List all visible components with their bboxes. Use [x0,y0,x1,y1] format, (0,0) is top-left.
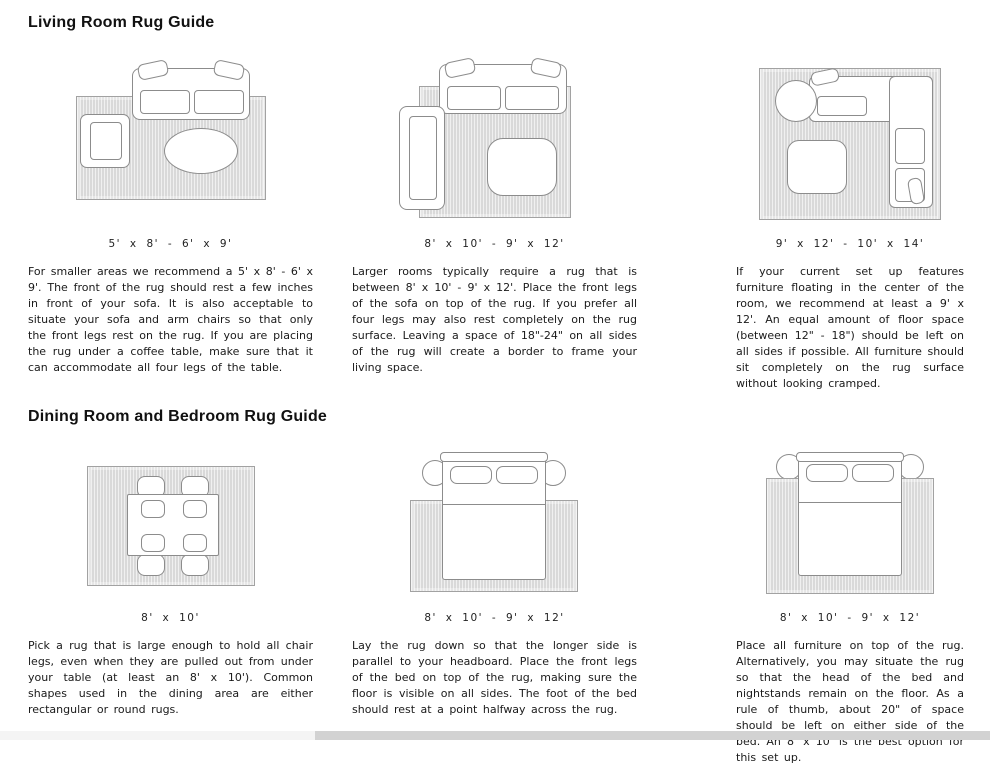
rug-guide-page: { "sections": [ { "title": "Living Room … [0,14,990,764]
horizontal-scrollbar-thumb[interactable] [315,731,990,740]
rug-size-label: 8' x 10' [141,612,200,624]
nightstand [775,454,802,480]
rug-guide-text: Place all furniture on top of the rug. A… [736,639,964,764]
headboard [795,452,904,462]
coffee-table [486,138,557,196]
dining-chair [180,554,209,576]
sofa-cushion [816,96,867,116]
living-rug-diagram-small [66,59,276,230]
pillow [805,464,848,482]
rug-size-label: 8' x 10' - 9' x 12' [779,612,921,624]
headboard [440,452,548,462]
rug-guide-text: Lay the rug down so that the longer side… [352,639,637,716]
place-setting [182,500,207,518]
armchair-seat [89,122,122,160]
sofa-cushion [504,86,559,110]
living-column-3: 9' x 12' - 10' x 14' If your current set… [736,62,964,392]
living-column-2: 8' x 10' - 9' x 12' Larger rooms typical… [352,57,637,376]
dining-column-1: 8' x 10' Pick a rug that is large enough… [28,452,313,718]
place-setting [140,500,165,518]
dining-bedroom-section-title: Dining Room and Bedroom Rug Guide [28,408,328,425]
rug-guide-text: If your current set up features furnitur… [736,265,964,390]
sofa-cushion [894,128,925,164]
loveseat-seat [408,116,437,200]
living-column-1: 5' x 8' - 6' x 9' For smaller areas we r… [28,59,313,376]
bedroom-rug-diagram-full [758,452,943,604]
pillow [450,466,492,484]
pillow [496,466,538,484]
sofa-cushion [139,90,190,114]
rug-size-label: 8' x 10' - 9' x 12' [424,238,565,250]
dining-rug-diagram [71,452,271,604]
coffee-table [786,140,847,194]
rug-size-label: 5' x 8' - 6' x 9' [108,238,233,250]
rug-guide-text: For smaller areas we recommend a 5' x 8'… [28,265,313,374]
ottoman [774,80,817,122]
living-rug-diagram-large [753,62,948,230]
rug-guide-text: Larger rooms typically require a rug tha… [352,265,637,374]
pillow [851,464,894,482]
bedroom-rug-diagram-halfway [402,452,587,604]
dining-chair [136,554,165,576]
rug-size-label: 8' x 10' - 9' x 12' [424,612,565,624]
rug-size-label: 9' x 12' - 10' x 14' [775,238,925,250]
place-setting [140,534,165,552]
living-rug-diagram-medium [395,57,595,230]
bedroom-column-1: 8' x 10' - 9' x 12' Lay the rug down so … [352,452,637,718]
coffee-table [163,128,238,174]
sofa-cushion [446,86,501,110]
blanket-fold [442,504,546,505]
sofa-cushion [193,90,244,114]
place-setting [182,534,207,552]
rug-guide-text: Pick a rug that is large enough to hold … [28,639,313,716]
bedroom-column-2: 8' x 10' - 9' x 12' Place all furniture … [736,452,964,766]
living-room-section-title: Living Room Rug Guide [28,14,215,31]
blanket-fold [797,502,902,503]
